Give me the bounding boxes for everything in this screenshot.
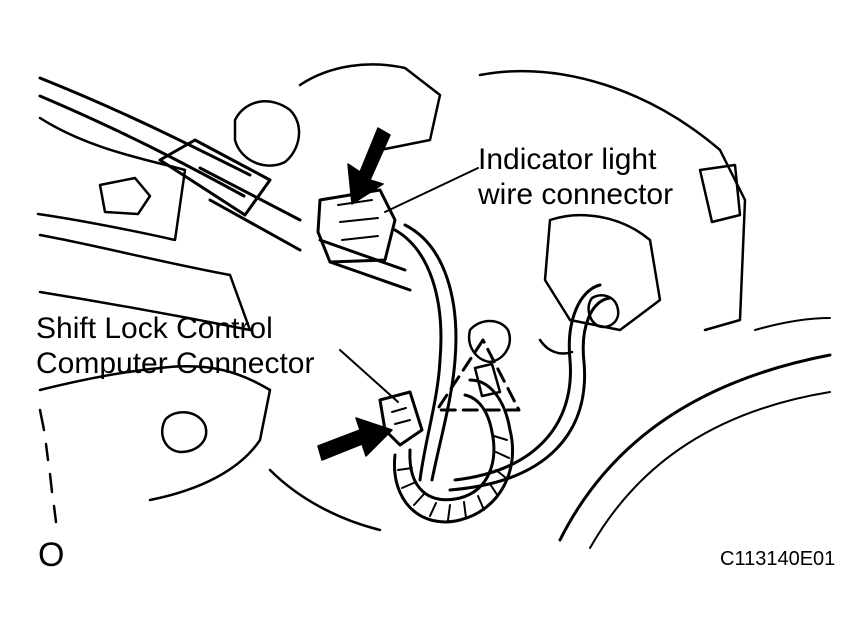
cover-outline	[558, 353, 832, 542]
harness-loop	[392, 378, 515, 524]
shift-lock-label-line2: Computer Connector	[36, 346, 315, 380]
corner-mark: O	[38, 536, 65, 574]
arrow-indicator	[347, 127, 391, 205]
arrow-shift	[317, 417, 393, 461]
cover-outline	[754, 317, 831, 331]
wire	[393, 228, 443, 482]
caution-triangle	[435, 338, 521, 412]
indicator-label-line1: Indicator light	[478, 143, 657, 176]
cable-sleeve	[38, 76, 252, 177]
figure-code: C113140E01	[720, 548, 836, 570]
left-edge-dashes	[38, 408, 58, 524]
housing-outline	[38, 365, 272, 502]
shift-lock-label: Shift Lock Control Computer Connector	[36, 312, 314, 381]
indicator-connector-latch	[337, 199, 379, 241]
indicator-connector	[316, 188, 397, 264]
corrugated-tube	[198, 166, 302, 252]
bolt-outline	[98, 176, 152, 216]
indicator-label: Indicator light wire connector	[478, 143, 673, 212]
wire	[403, 223, 458, 482]
housing-outline	[538, 338, 574, 355]
housing-outline	[298, 63, 442, 152]
cable-sleeve	[38, 94, 246, 198]
leader-indicator	[384, 167, 479, 213]
housing-outline	[268, 468, 382, 532]
housing-outline	[698, 163, 742, 224]
housing-outline	[36, 116, 187, 242]
housing-outline	[543, 214, 662, 332]
bolt-outline	[161, 411, 208, 454]
cover-outline	[589, 391, 831, 549]
corrugated-tube	[318, 238, 412, 292]
wire	[448, 296, 612, 492]
shift-connector	[378, 390, 424, 447]
wire	[453, 283, 602, 482]
caution-triangle-inner	[473, 362, 502, 398]
housing-outline	[38, 233, 252, 332]
shift-lock-label-line1: Shift Lock Control	[36, 312, 273, 345]
harness-loop-ribs	[397, 435, 510, 521]
housing-outline	[233, 100, 301, 167]
bolt-outline	[587, 294, 620, 329]
shift-connector-pins	[391, 407, 411, 425]
indicator-label-line2: wire connector	[478, 177, 674, 211]
housing-outline	[478, 69, 747, 332]
housing-outline	[467, 319, 511, 364]
sleeve-end	[158, 138, 272, 217]
leader-shift	[339, 349, 399, 403]
